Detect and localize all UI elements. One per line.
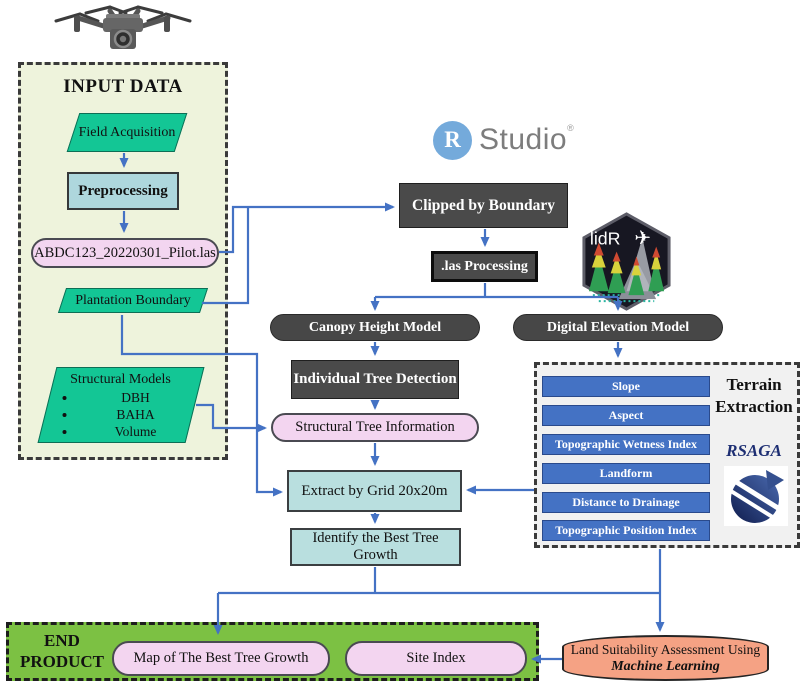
terrain-item-landform: Landform [542,463,710,484]
terrain-item-slope: Slope [542,376,710,397]
terrain-item-aspect: Aspect [542,405,710,426]
structural-models-node: Structural Models DBH BAHA Volume [37,367,205,443]
structural-models-list: DBH BAHA Volume [48,389,194,440]
rstudio-r-icon: R [433,120,472,160]
registered-mark: ® [567,123,575,133]
canopy-height-model-node: Canopy Height Model [270,314,480,341]
plantation-boundary-node: Plantation Boundary [57,288,209,313]
rsaga-label: RSAGA [726,441,782,460]
site-index-node: Site Index [345,641,527,676]
terrain-item-distance-drainage: Distance to Drainage [542,492,710,513]
list-item: BAHA [78,406,194,423]
end-product-title: END PRODUCT [19,631,105,671]
las-file-node: ABDC123_20220301_Pilot.las [31,238,219,268]
land-suitability-node: Land Suitability Assessment Using Machin… [562,635,769,681]
saga-logo [724,466,788,526]
map-best-growth-node: Map of The Best Tree Growth [112,641,330,676]
extract-by-grid-node: Extract by Grid 20x20m [287,470,462,512]
lidr-wordmark: lidR [590,229,621,249]
structural-models-title: Structural Models [70,372,171,387]
structural-tree-information-node: Structural Tree Information [271,413,479,442]
terrain-item-twi: Topographic Wetness Index [542,434,710,455]
terrain-extraction-title: Terrain Extraction [715,375,793,416]
field-acquisition-node: Field Acquisition [66,113,188,152]
rstudio-logo: R Studio® [433,119,574,161]
rstudio-wordmark: Studio® [479,123,575,156]
list-item: DBH [78,389,194,406]
digital-elevation-model-node: Digital Elevation Model [513,314,723,341]
individual-tree-detection-node: Individual Tree Detection [291,360,459,399]
drone-icon [54,5,192,49]
terrain-item-tpi: Topographic Position Index [542,520,710,541]
lidr-logo: lidR ✈ [582,212,671,311]
identify-best-growth-node: Identify the Best Tree Growth [290,528,461,566]
list-item: Volume [78,423,194,440]
plane-icon: ✈ [634,227,651,250]
las-processing-node: .las Processing [431,251,538,282]
clipped-by-boundary-node: Clipped by Boundary [399,183,568,228]
input-data-title: INPUT DATA [63,76,183,97]
preprocessing-node: Preprocessing [67,172,179,210]
